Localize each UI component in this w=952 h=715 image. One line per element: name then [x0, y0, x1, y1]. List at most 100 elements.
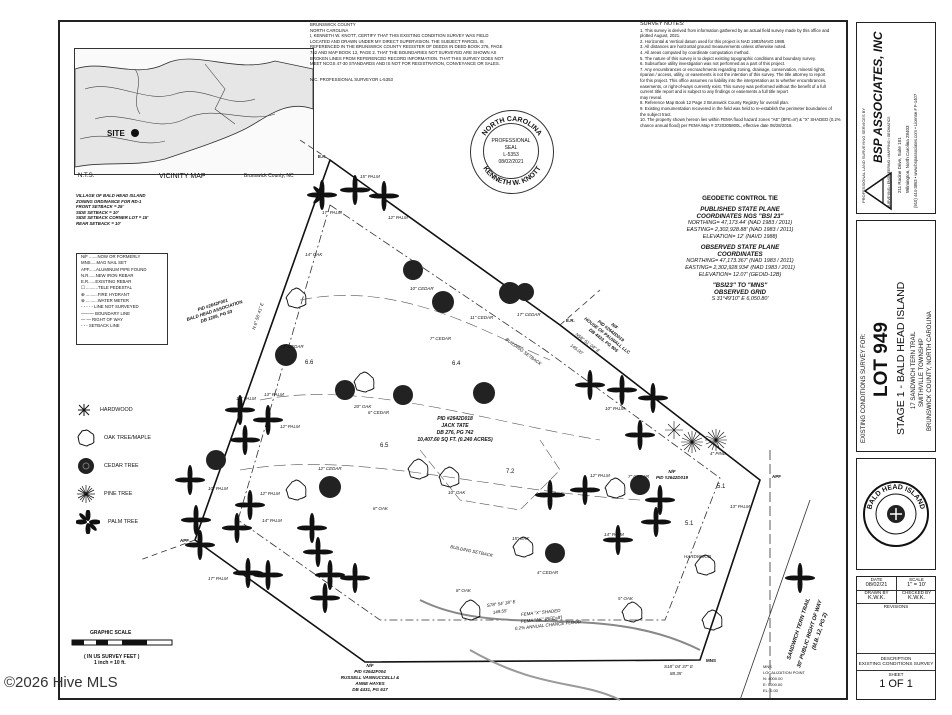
- tie-bearing: S 31°49'10" E 6,050.80': [711, 296, 769, 303]
- corner-tags: APF E.R. E.R. APF MNS: [180, 154, 781, 663]
- tree-tag: 15" PALM: [360, 174, 380, 179]
- published-heading: PUBLISHED STATE PLANE: [700, 205, 780, 213]
- oak-tree-icon: [459, 599, 481, 621]
- oak-tree-icon: [285, 479, 307, 501]
- oak-tree-icon: [694, 554, 716, 576]
- tree-tag: 14" PALM: [604, 532, 624, 537]
- zoning-line: FRONT SETBACK = 25': [76, 204, 124, 210]
- survey-for: EXISTING CONDITIONS SURVEY FOR:: [861, 333, 867, 443]
- palm-tree-icon: [297, 513, 327, 543]
- note-line: 4. All areas computed by coordinate comp…: [640, 49, 750, 55]
- vicinity-county: Brunswick County, NC: [244, 173, 294, 179]
- west-parcel-label: PID #2642F001 BALD HEAD ASSOCIATION DB 1…: [186, 297, 244, 323]
- seal-center-line: SEAL: [504, 145, 518, 151]
- palm-tree-icon: [76, 510, 100, 534]
- legend-row: ⊕ ..........FIRE HYDRANT: [81, 291, 130, 297]
- cedar-tree-icon: [393, 385, 413, 405]
- project-township: SMITHVILLE TOWNSHIP: [919, 338, 925, 407]
- note-line: chance annual flood) per FEMA Map # 3720…: [640, 122, 793, 128]
- note-line: for this project. This office assumes no…: [640, 77, 827, 83]
- tree-tag: 10" PALM: [208, 486, 228, 491]
- svg-text:10,407.60 SQ FT. (0.240 ACRES): 10,407.60 SQ FT. (0.240 ACRES): [417, 437, 493, 443]
- note-line: riparian / access, utility, or easements…: [640, 72, 826, 78]
- island-logo: BALD HEAD ISLAND: [856, 458, 936, 570]
- legend-row: N/F .......NOW OR FORMERLY: [81, 254, 141, 259]
- road-labels: SANDWICH TERN TRAIL 30' PUBLIC RIGHT OF …: [786, 597, 829, 669]
- observed-heading: COORDINATES: [717, 250, 763, 258]
- observed-heading: OBSERVED STATE PLANE: [700, 243, 780, 251]
- surveyor-line: N.C. PROFESSIONAL SURVEYOR L-5353: [310, 76, 393, 82]
- palm-tree-icon: [369, 181, 399, 211]
- scale-value: 1" = 10': [907, 582, 926, 588]
- cedar-tree-icon: [319, 476, 341, 498]
- cert-line: MEET NCGS 47-30 STANDARDS AND IS NOT FOR…: [310, 61, 500, 67]
- tree-tag: 10" PALM: [605, 406, 625, 411]
- oak-tree-icon: [285, 287, 307, 309]
- project-address: 17 SANDWICH TERN TRAIL: [911, 331, 917, 409]
- revisions-label: REVISIONS: [883, 604, 909, 609]
- legend-palm: PALM TREE: [76, 508, 186, 536]
- vicinity-map-drawing: SITE: [74, 58, 314, 168]
- tree-tag: 7" CEDAR: [430, 336, 452, 341]
- corner-tag: APF: [772, 474, 781, 479]
- vicinity-nts: N.T.S.: [78, 173, 95, 179]
- palm-tree-icon: [310, 583, 340, 613]
- cert-line: LOCATED AND DRAWN UNDER MY DIRECT SUPERV…: [310, 38, 484, 44]
- palm-tree-icon: [225, 395, 255, 425]
- tie-heading: "BSI23" TO "MNS": [712, 281, 768, 289]
- note-line: may reveal.: [640, 94, 663, 100]
- cert-line: 742 AND MAP BOOK 12, PAGE 2. THAT THE BO…: [310, 49, 497, 55]
- northeast-parcel-label: N/F PID #2642D019 HOUSE OF PAUWALL LLC D…: [583, 316, 631, 355]
- legend-row: ☐ ..........TELE PEDESTAL: [81, 285, 133, 291]
- surveyor-seal: NORTH CAROLINA KENNETH W. KNOTT PROFESSI…: [470, 110, 554, 194]
- tree-tag: 14" OAK: [305, 252, 323, 257]
- legend-row: N.R......NEW IRON REBAR: [81, 272, 134, 278]
- legend-row: ⊗ ..........WATER METER: [81, 298, 130, 304]
- cert-line: BRUNSWICK COUNTY: [310, 22, 356, 27]
- palm-tree-icon: [233, 558, 263, 588]
- spot-elevation: 5.1: [685, 521, 694, 527]
- distance-label: 88.35': [670, 671, 682, 676]
- tie-heading: OBSERVED GRID: [714, 288, 766, 296]
- palm-trees: [175, 175, 815, 613]
- palm-tree-icon: [185, 530, 215, 560]
- graphic-scale-ratio: 1 inch = 10 ft.: [94, 660, 126, 666]
- zoning-line: REAR SETBACK = 10': [76, 220, 121, 226]
- cedar-tree-icon: [275, 344, 297, 366]
- observed-coord: EASTING= 2,302,928.934' (NAD 1983 / 2011…: [685, 265, 795, 272]
- note-line: 5. The nature of this survey is to depic…: [640, 55, 816, 61]
- oak-tree-icon: [407, 458, 429, 480]
- lot-boundary: [194, 158, 761, 663]
- oak-tree-icon: [512, 536, 534, 558]
- legend-hardwood: HARDWOOD: [76, 396, 186, 424]
- fema-zone-line: [469, 649, 621, 701]
- note-line: 6. Subsurface utility investigation was …: [640, 61, 786, 67]
- tree-tag: 10" OAK: [448, 490, 466, 495]
- subject-parcel-label: PID #2642D018 JACK TATE DB 276, PG 742 1…: [417, 416, 493, 443]
- palm-tree-icon: [570, 475, 600, 505]
- legend-row: - - - SETBACK LINE: [81, 323, 120, 329]
- tree-tag: 4" PINE: [710, 451, 727, 456]
- cedar-tree-icon: [432, 291, 454, 313]
- cedar-tree-icon: [78, 458, 94, 474]
- note-line: easements, or right-of-ways currently ex…: [640, 83, 826, 89]
- tree-tag: 8" OAK: [456, 588, 472, 593]
- road-edge: [739, 499, 811, 701]
- checked-by-value: K.W.K.: [907, 595, 926, 601]
- drawn-by-label: DRAWN BY: [864, 590, 889, 595]
- spot-elevation: 6.5: [380, 443, 389, 449]
- scale-bar: [71, 639, 173, 646]
- palm-tree-icon: [303, 537, 333, 567]
- tree-tag: 12" CEDAR: [318, 466, 342, 471]
- cedar-trees: [206, 260, 650, 563]
- line-labels: BUILDING SETBACK BUILDING SETBACK N58° 5…: [251, 301, 694, 676]
- zoning-line: SIDE SETBACK = 10': [76, 209, 119, 215]
- spot-elevation: 5.1: [717, 484, 726, 490]
- checked-by-label: CHECKED BY: [901, 590, 932, 595]
- note-line: current title report and is subject to a…: [640, 89, 788, 95]
- corner-tag: E.R.: [318, 154, 327, 159]
- seal-center-line: 08/02/2021: [498, 159, 524, 165]
- sheet-value: 1 OF 1: [879, 678, 913, 690]
- legend-pine: PINE TREE: [76, 480, 186, 508]
